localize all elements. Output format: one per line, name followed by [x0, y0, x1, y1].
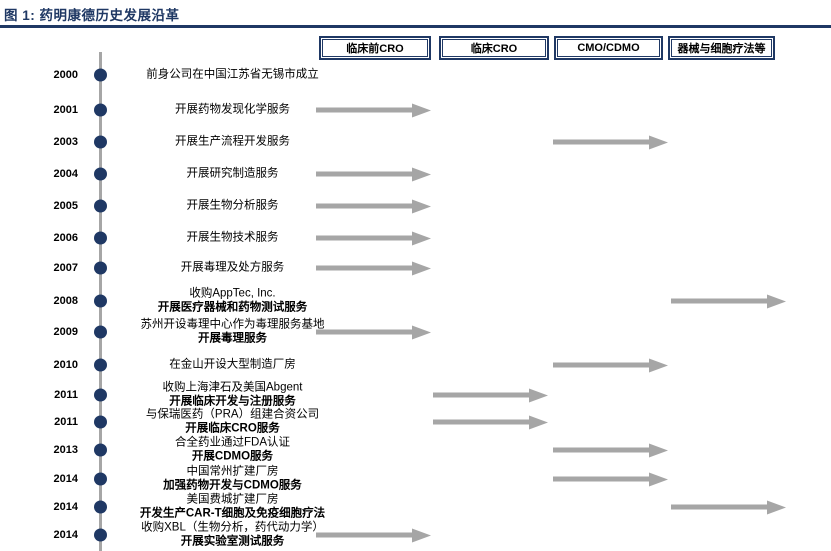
event-line1: 收购XBL（生物分析，药代动力学）	[141, 521, 324, 534]
arrow-right-icon	[553, 476, 649, 482]
event-line1: 开展药物发现化学服务	[175, 103, 290, 116]
event-line1: 与保瑞医药（PRA）组建合资公司	[145, 408, 320, 421]
arrow-right-icon	[316, 107, 412, 113]
year-label: 2005	[53, 200, 78, 212]
timeline-dot-icon	[94, 199, 107, 213]
event-line2: 加强药物开发与CDMO服务	[163, 479, 302, 491]
event-line2: 开展毒理服务	[198, 332, 267, 344]
year-label: 2013	[53, 444, 78, 456]
arrow-right-icon	[316, 171, 412, 177]
arrow-right-icon	[316, 532, 412, 538]
event-line2: 开展实验室测试服务	[180, 535, 285, 547]
year-label: 2007	[53, 262, 78, 274]
event-line1: 开展生物技术服务	[186, 231, 279, 244]
event-line1: 美国费城扩建厂房	[186, 493, 279, 506]
event-line1: 苏州开设毒理中心作为毒理服务基地	[140, 318, 325, 331]
arrow-right-icon	[671, 298, 767, 304]
column-header-cmo-cdmo: CMO/CDMO	[554, 36, 663, 60]
year-label: 2003	[53, 136, 78, 148]
timeline-dot-icon	[94, 103, 107, 117]
event-text: 合全药业通过FDA认证 开展CDMO服务	[105, 437, 360, 464]
event-text: 开展研究制造服务	[105, 167, 360, 181]
year-label: 2010	[53, 359, 78, 371]
arrow-right-icon	[671, 504, 767, 510]
arrow-right-icon	[316, 265, 412, 271]
timeline-dot-icon	[94, 388, 107, 402]
event-text: 前身公司在中国江苏省无锡市成立	[105, 68, 360, 82]
timeline-dot-icon	[94, 167, 107, 181]
year-label: 2011	[54, 416, 78, 428]
event-text: 与保瑞医药（PRA）组建合资公司 开展临床CRO服务	[105, 409, 360, 436]
event-text: 开展生物技术服务	[105, 231, 360, 245]
timeline-dot-icon	[94, 443, 107, 457]
year-label: 2009	[53, 326, 78, 338]
event-text: 中国常州扩建厂房 加强药物开发与CDMO服务	[105, 466, 360, 493]
arrow-right-icon	[316, 203, 412, 209]
year-label: 2004	[53, 168, 78, 180]
event-line2: 开展临床开发与注册服务	[169, 395, 296, 407]
title-underline	[0, 25, 831, 28]
event-line2: 开发生产CAR-T细胞及免疫细胞疗法	[139, 507, 326, 519]
timeline-dot-icon	[94, 261, 107, 275]
year-label: 2011	[54, 389, 78, 401]
year-label: 2014	[53, 529, 78, 541]
column-header-preclinical-cro: 临床前CRO	[319, 36, 431, 60]
timeline-dot-icon	[94, 415, 107, 429]
event-text: 在金山开设大型制造厂房	[105, 358, 360, 372]
event-line1: 收购AppTec, Inc.	[189, 287, 276, 300]
event-line1: 中国常州扩建厂房	[186, 465, 279, 478]
event-text: 苏州开设毒理中心作为毒理服务基地 开展毒理服务	[105, 319, 360, 346]
event-line2: 开展医疗器械和药物测试服务	[157, 301, 308, 313]
event-text: 开展生物分析服务	[105, 199, 360, 213]
arrow-right-icon	[433, 419, 529, 425]
event-text: 开展生产流程开发服务	[105, 135, 360, 149]
year-label: 2000	[53, 69, 78, 81]
event-text: 收购上海津石及美国Abgent 开展临床开发与注册服务	[105, 382, 360, 409]
event-text: 美国费城扩建厂房 开发生产CAR-T细胞及免疫细胞疗法	[105, 494, 360, 521]
timeline-dot-icon	[94, 68, 107, 82]
figure-title: 图 1: 药明康德历史发展沿革	[4, 8, 180, 23]
arrow-right-icon	[553, 447, 649, 453]
timeline-dot-icon	[94, 500, 107, 514]
year-label: 2008	[53, 295, 78, 307]
event-line1: 合全药业通过FDA认证	[175, 436, 290, 449]
timeline-dot-icon	[94, 528, 107, 542]
arrow-right-icon	[433, 392, 529, 398]
column-header-clinical-cro: 临床CRO	[439, 36, 549, 60]
arrow-right-icon	[316, 235, 412, 241]
event-line1: 前身公司在中国江苏省无锡市成立	[146, 68, 319, 81]
event-line1: 收购上海津石及美国Abgent	[162, 381, 303, 394]
column-header-device-cell-therapy: 器械与细胞疗法等	[668, 36, 775, 60]
timeline-dot-icon	[94, 231, 107, 245]
event-text: 收购XBL（生物分析，药代动力学） 开展实验室测试服务	[105, 522, 360, 549]
timeline-dot-icon	[94, 294, 107, 308]
arrow-right-icon	[553, 139, 649, 145]
event-text: 开展毒理及处方服务	[105, 261, 360, 275]
year-label: 2006	[53, 232, 78, 244]
timeline-dot-icon	[94, 472, 107, 486]
timeline-dot-icon	[94, 325, 107, 339]
year-label: 2014	[53, 473, 78, 485]
arrow-right-icon	[553, 362, 649, 368]
event-line1: 开展生产流程开发服务	[175, 135, 290, 148]
arrow-right-icon	[316, 329, 412, 335]
event-line1: 开展研究制造服务	[186, 167, 279, 180]
timeline-dot-icon	[94, 358, 107, 372]
event-line2: 开展CDMO服务	[191, 450, 274, 462]
event-line1: 开展生物分析服务	[186, 199, 279, 212]
year-label: 2014	[53, 501, 78, 513]
timeline-dot-icon	[94, 135, 107, 149]
event-text: 收购AppTec, Inc. 开展医疗器械和药物测试服务	[105, 288, 360, 315]
year-label: 2001	[53, 104, 78, 116]
event-text: 开展药物发现化学服务	[105, 103, 360, 117]
event-line1: 在金山开设大型制造厂房	[169, 358, 296, 371]
event-line1: 开展毒理及处方服务	[180, 261, 285, 274]
event-line2: 开展临床CRO服务	[185, 422, 280, 434]
